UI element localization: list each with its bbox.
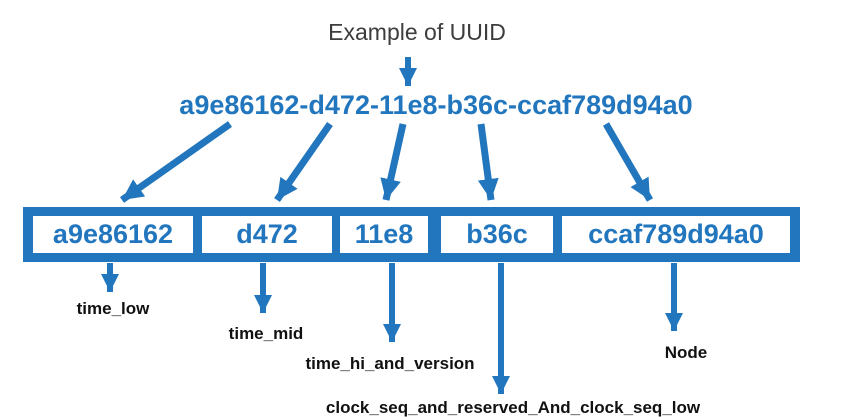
uuid-structure-bar: a9e86162 d472 11e8 b36c ccaf789d94a0 xyxy=(23,207,800,262)
arrow-uuid-to-box-1 xyxy=(119,121,233,203)
diagram-title: Example of UUID xyxy=(328,19,506,45)
arrow-uuid-to-box-3 xyxy=(380,123,407,201)
field-label-node: Node xyxy=(664,343,708,362)
field-label-time-hi-and-version: time_hi_and_version xyxy=(305,354,475,373)
segment-value: d472 xyxy=(236,219,298,249)
segment-box-node: ccaf789d94a0 xyxy=(562,216,790,253)
segment-value: a9e86162 xyxy=(52,219,174,249)
segment-box-time-mid: d472 xyxy=(202,216,332,253)
segment-box-time-low: a9e86162 xyxy=(33,216,193,253)
arrow-uuid-to-box-5 xyxy=(602,122,654,202)
segment-value: ccaf789d94a0 xyxy=(588,219,764,249)
field-label-time-mid: time_mid xyxy=(228,324,304,343)
segment-value: b36c xyxy=(466,219,528,249)
arrow-uuid-to-box-4 xyxy=(477,123,499,201)
uuid-string: a9e86162-d472-11e8-b36c-ccaf789d94a0 xyxy=(179,90,693,120)
segment-box-clock-seq: b36c xyxy=(441,216,553,253)
field-label-clock-seq: clock_seq_and_reserved_And_clock_seq_low xyxy=(325,398,701,417)
field-label-time-low: time_low xyxy=(76,299,150,318)
segment-box-time-hi-and-version: 11e8 xyxy=(340,216,428,253)
segment-value: 11e8 xyxy=(354,219,414,249)
arrow-uuid-to-box-2 xyxy=(274,121,333,203)
